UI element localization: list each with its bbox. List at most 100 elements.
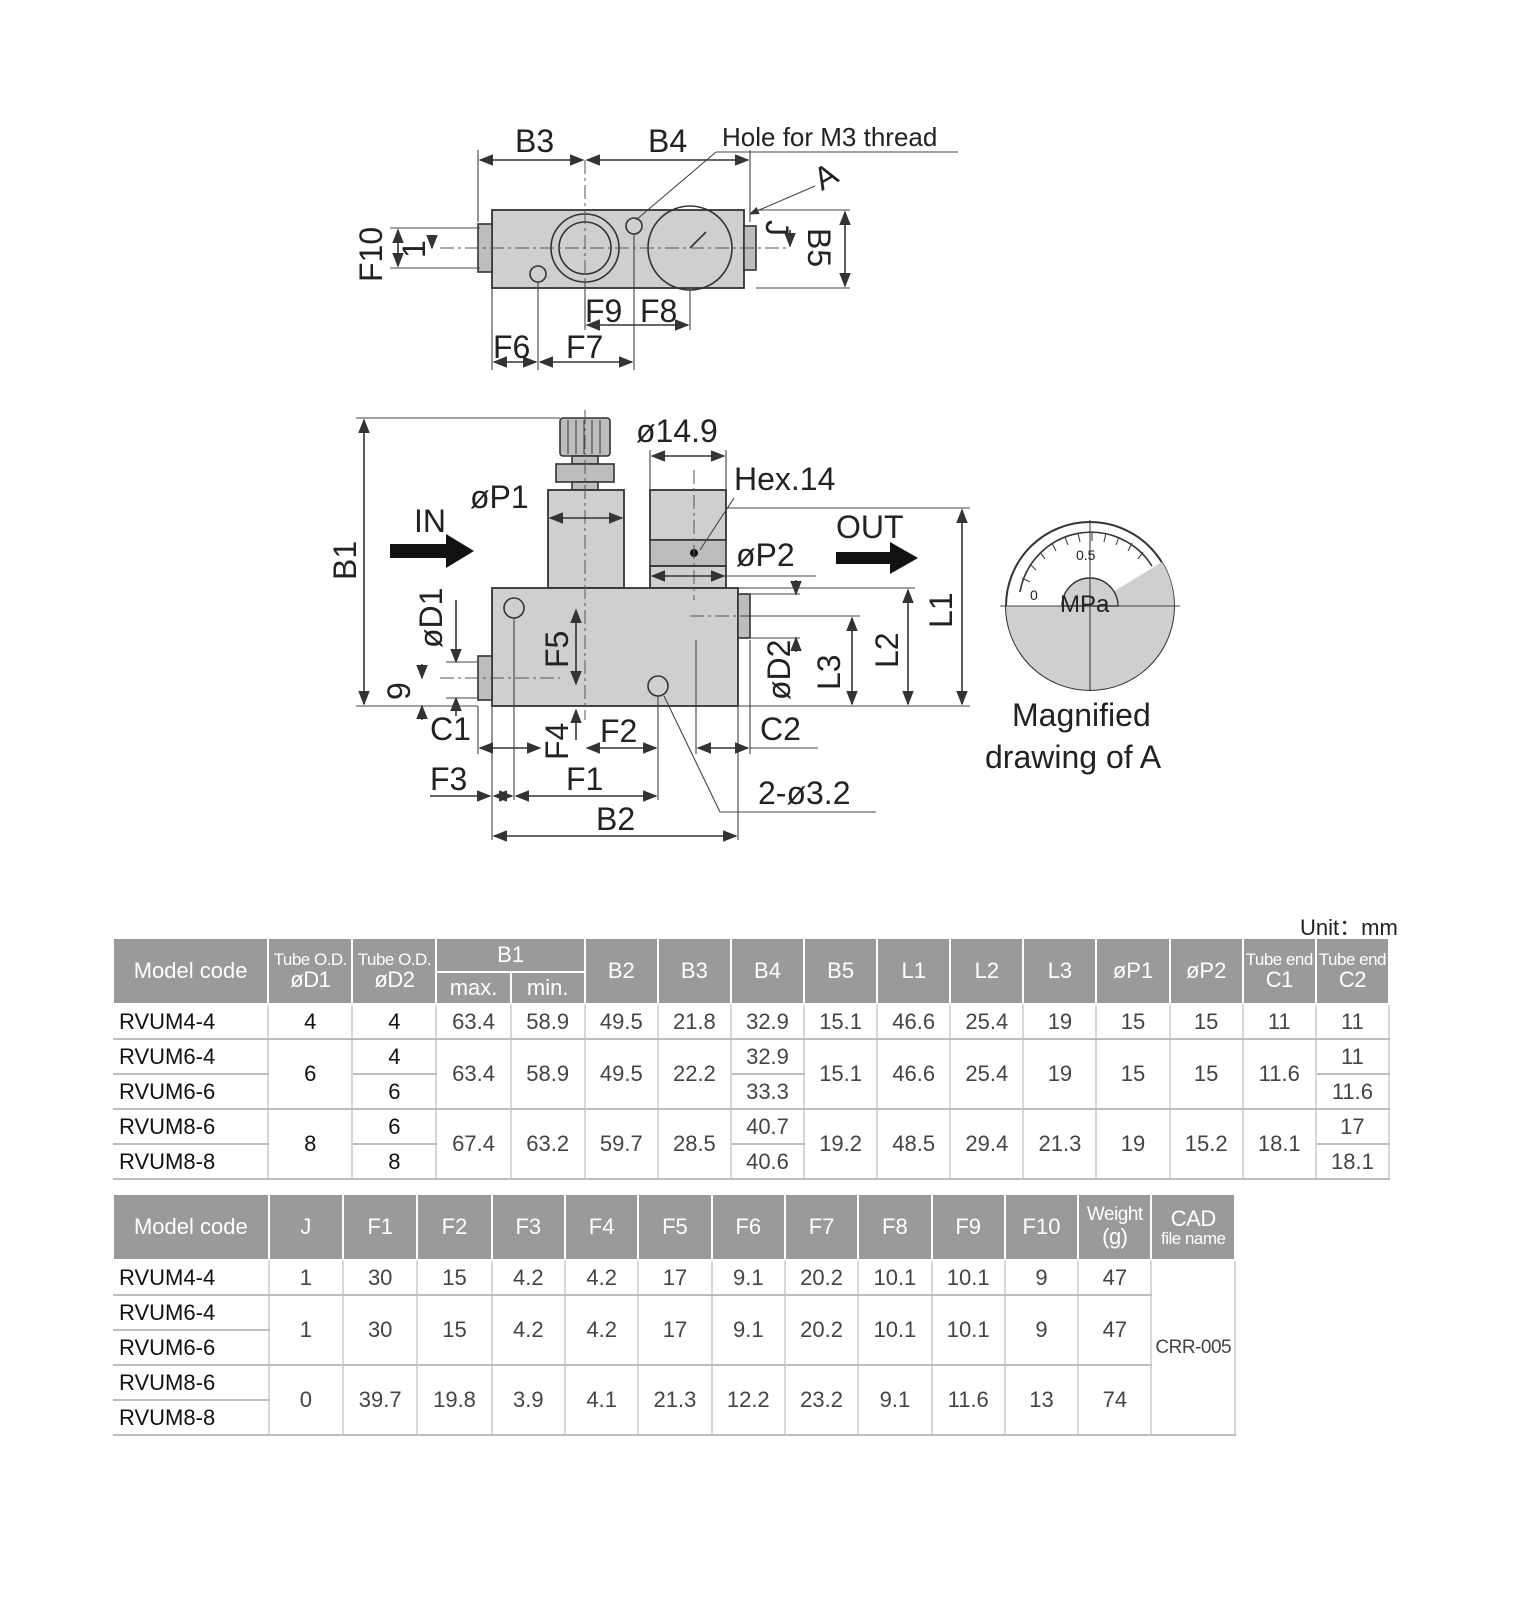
th-f6: F6 [710,1193,786,1261]
cell-b5: 19.2 [804,1109,879,1180]
cell-d1: 8 [268,1109,354,1180]
cell-j: 1 [268,1295,345,1366]
gauge-detail: 0 0.5 MPa Magnified drawing of A [985,520,1180,775]
cell-weight: 74 [1078,1365,1153,1436]
th-b5: B5 [803,937,879,1005]
cell-f7: 20.2 [784,1295,860,1366]
cell-f5: 17 [638,1260,713,1296]
label-d1: øD1 [413,588,449,648]
cell-b5: 15.1 [804,1039,879,1110]
technical-drawing: B3 B4 Hole for M3 thread A F10 1 J B5 F9… [327,122,1180,842]
label-b3: B3 [515,123,554,159]
table-row: RVUM8-8 [113,1400,1235,1436]
cell-b4: 33.3 [730,1074,806,1110]
label-p2: øP2 [736,537,795,573]
label-d2: øD2 [761,640,797,700]
cell-p2: 15 [1169,1039,1244,1110]
cell-d2: 6 [352,1109,438,1145]
cell-f6: 12.2 [711,1365,786,1436]
stem-body [547,489,625,589]
cell-d1: 6 [268,1039,354,1110]
model-code: RVUM6-4 [113,1039,270,1075]
main-body [491,587,739,707]
cell-b4: 40.7 [730,1109,806,1145]
table-row: RVUM8-6 8 6 67.4 63.2 59.7 28.5 40.7 19.… [113,1109,1391,1180]
th-b1-min: min. [509,971,586,1005]
model-code: RVUM8-8 [113,1144,270,1180]
cell-c2: 11 [1315,1004,1391,1040]
cell-b1-max: 63.4 [436,1004,512,1040]
th-b1: B1 [435,937,586,973]
cell-p2: 15 [1169,1004,1244,1040]
model-code: RVUM6-6 [113,1330,270,1366]
cell-f6: 9.1 [711,1295,786,1366]
dimension-table-2: Model code J F1 F2 F3 F4 F5 F6 F7 F8 F9 … [112,1193,1236,1436]
top-view: B3 B4 Hole for M3 thread A F10 1 J B5 F9… [353,122,958,370]
th-l2: L2 [949,937,1025,1005]
cell-p1: 15 [1096,1004,1171,1040]
label-p1: øP1 [470,479,529,515]
cell-f3: 3.9 [491,1365,566,1436]
top-view-body [491,209,745,289]
label-l3: L3 [811,654,847,690]
cell-c2: 18.1 [1315,1144,1391,1180]
model-code: RVUM8-6 [113,1365,270,1401]
cell-f10: 13 [1004,1365,1080,1436]
cell-l1: 46.6 [877,1039,952,1110]
th-f9: F9 [930,1193,1006,1261]
cell-f1: 30 [343,1260,419,1296]
table-row: RVUM8-6 0 39.7 19.8 3.9 4.1 21.3 12.2 23… [113,1365,1235,1436]
th-j: J [267,1193,345,1261]
unit-note: Unit：mm [1300,915,1398,940]
table-row: RVUM6-4 1 30 15 4.2 4.2 17 9.1 20.2 10.1… [113,1295,1235,1366]
cell-f10: 9 [1004,1260,1080,1296]
cell-d2: 8 [352,1144,438,1180]
label-f2: F2 [600,713,637,749]
cell-b5: 15.1 [804,1004,879,1040]
dimension-table-1: Model code Tube O.D.øD1 Tube O.D.øD2 B1 … [111,937,1391,1180]
cell-f4: 4.1 [564,1365,640,1436]
cell-b2: 49.5 [584,1004,659,1040]
th-f8: F8 [857,1193,933,1261]
model-code: RVUM8-6 [113,1109,270,1145]
label-l2: L2 [869,632,905,668]
table-row: RVUM4-4 4 4 63.4 58.9 49.5 21.8 32.9 15.… [113,1004,1391,1040]
label-out: OUT [836,509,904,545]
cell-f2: 15 [417,1295,493,1366]
cell-d1: 4 [268,1004,354,1040]
cell-b1-max: 63.4 [436,1039,512,1110]
cell-f7: 20.2 [784,1260,860,1296]
cell-f8: 10.1 [858,1260,933,1296]
model-code: RVUM4-4 [113,1260,270,1296]
th-b2: B2 [583,937,659,1005]
cell-p1: 19 [1096,1109,1171,1180]
gauge-tick-0: 0 [1030,587,1038,603]
label-f6: F6 [493,329,530,365]
cell-f1: 39.7 [343,1365,419,1436]
cell-b3: 21.8 [657,1004,732,1040]
cell-f3: 4.2 [491,1295,566,1366]
label-in: IN [414,503,446,539]
cell-j: 0 [268,1365,345,1436]
cell-b4: 40.6 [730,1144,806,1180]
cell-l2: 25.4 [950,1004,1025,1040]
label-9: 9 [381,682,417,700]
model-code: RVUM8-8 [113,1400,270,1436]
label-1: 1 [396,240,432,258]
label-j: J [759,220,795,236]
cell-b2: 49.5 [584,1039,659,1110]
label-f10: F10 [353,227,389,282]
th-f4: F4 [563,1193,640,1261]
model-code: RVUM6-6 [113,1074,270,1110]
th-model-code: Model code [111,937,270,1005]
label-b4: B4 [648,123,687,159]
cell-c2: 11 [1315,1039,1391,1075]
cell-c2: 17 [1315,1109,1391,1145]
th-f10: F10 [1003,1193,1080,1261]
cell-l3: 19 [1023,1004,1098,1040]
th-l1: L1 [876,937,952,1005]
cell-f2: 19.8 [417,1365,493,1436]
cell-l3: 21.3 [1023,1109,1098,1180]
